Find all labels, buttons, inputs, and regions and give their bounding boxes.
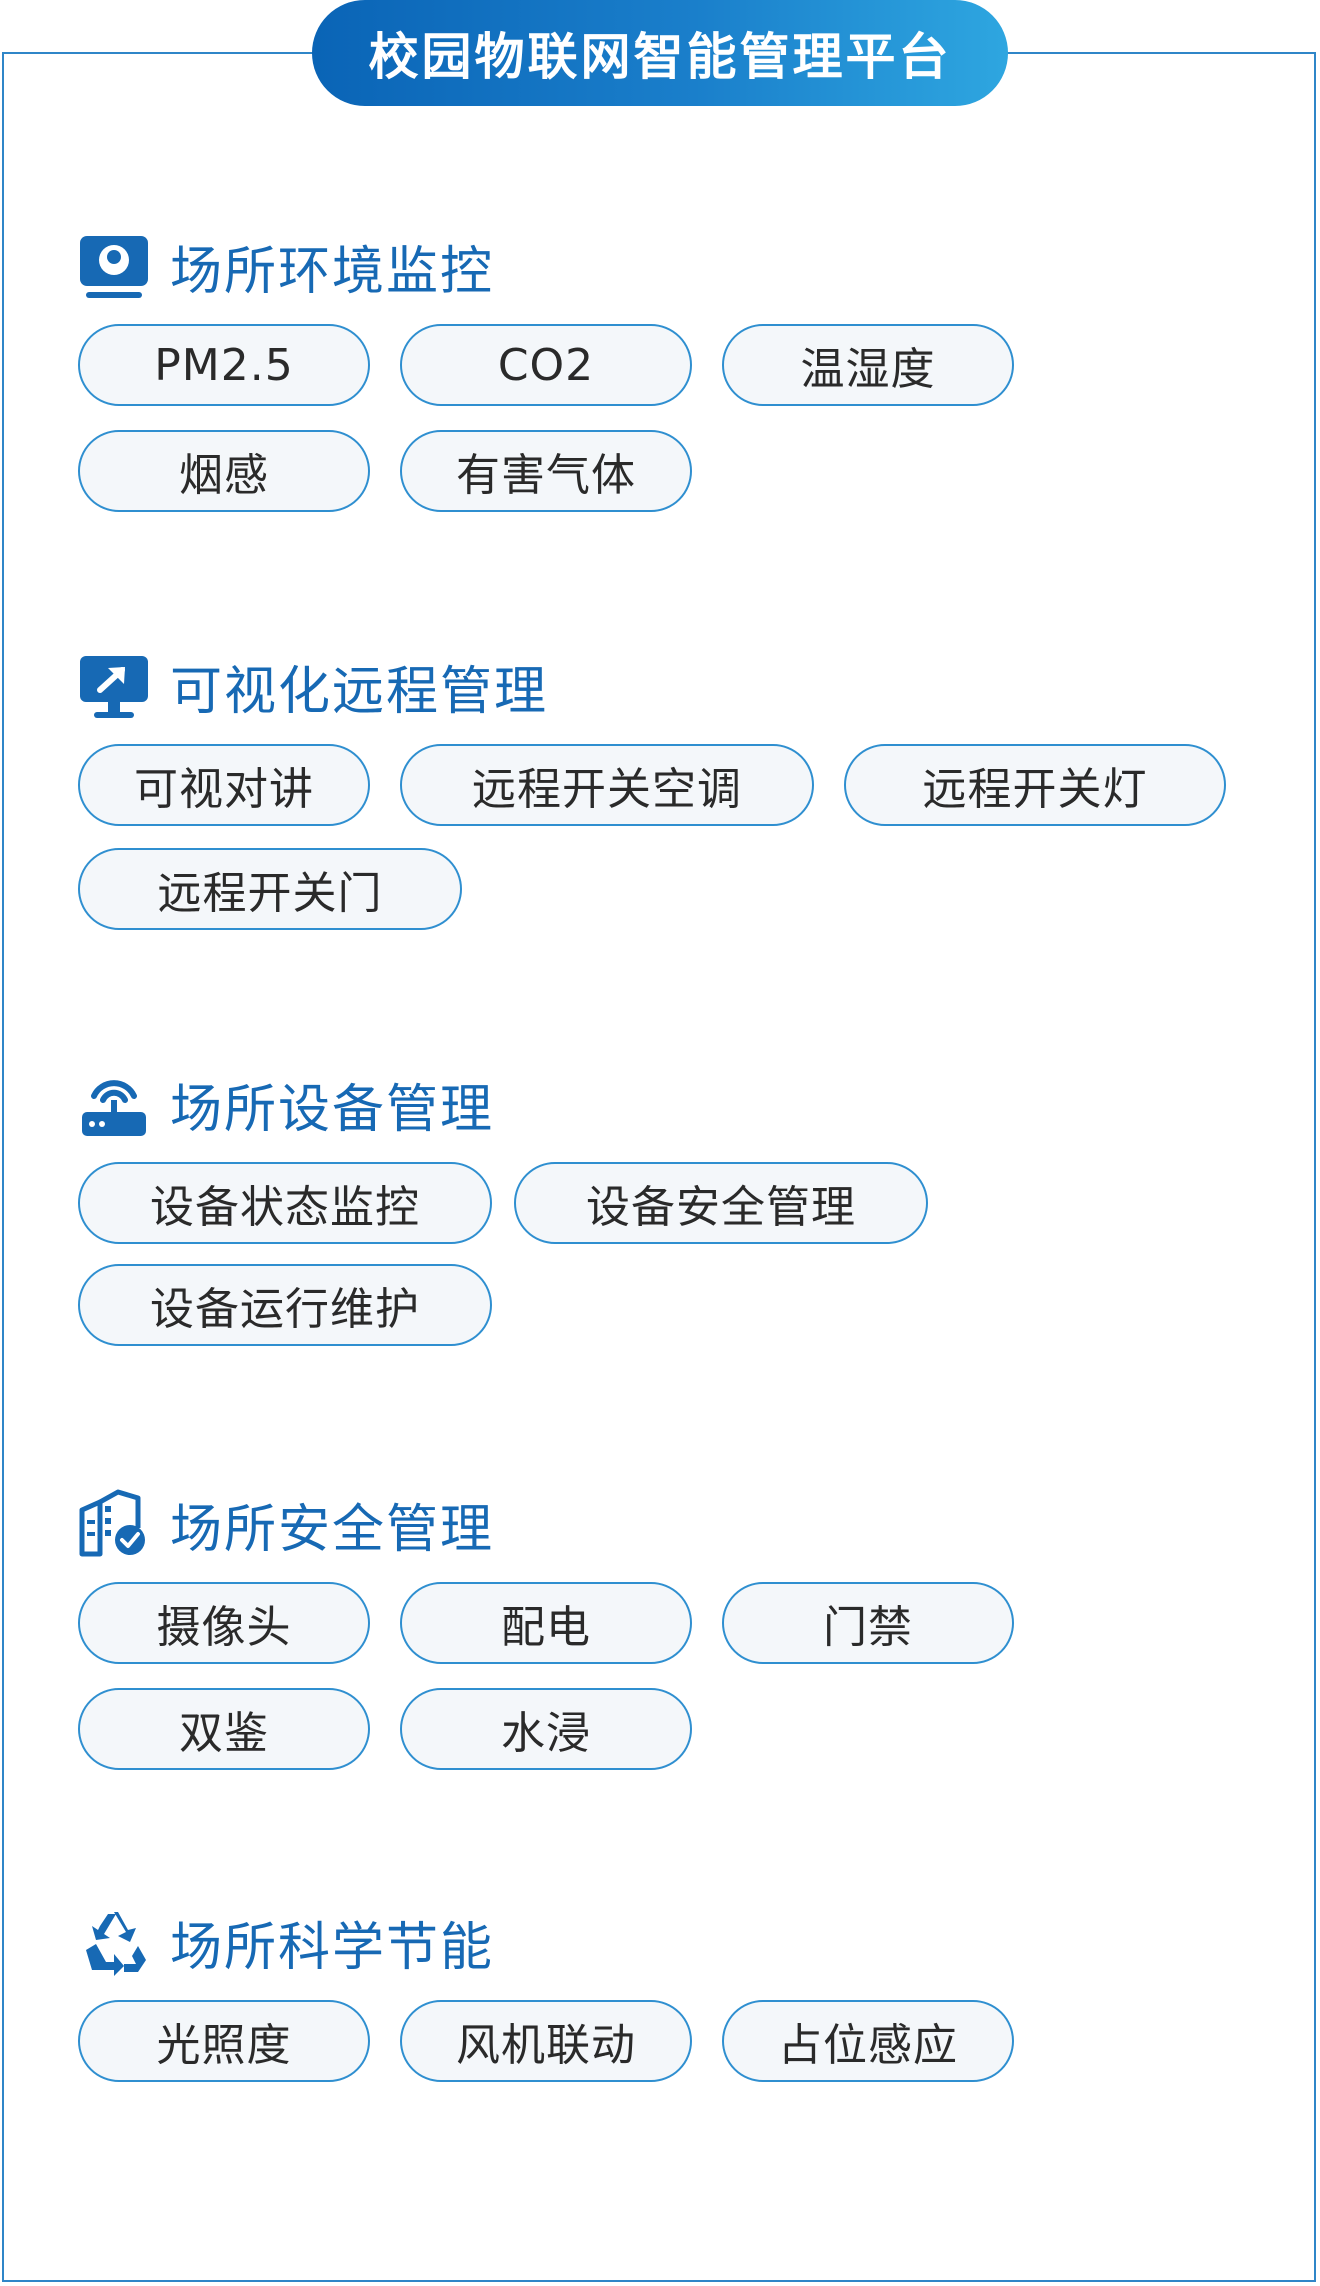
remote-monitor-icon bbox=[78, 649, 152, 723]
section-title: 场所设备管理 bbox=[170, 1079, 495, 1140]
section-title: 场所安全管理 bbox=[170, 1499, 495, 1560]
item-temp-humidity[interactable]: 温湿度 bbox=[722, 324, 1014, 406]
item-device-security[interactable]: 设备安全管理 bbox=[514, 1162, 928, 1244]
section-title: 场所科学节能 bbox=[170, 1917, 495, 1978]
item-access-control[interactable]: 门禁 bbox=[722, 1582, 1014, 1664]
section-title: 可视化远程管理 bbox=[170, 661, 549, 722]
section-safety-management: 场所安全管理 摄像头 配电 门禁 双鉴 水浸 bbox=[78, 1484, 1258, 1770]
item-remote-ac[interactable]: 远程开关空调 bbox=[400, 744, 814, 826]
item-harmful-gas[interactable]: 有害气体 bbox=[400, 430, 692, 512]
building-shield-icon bbox=[78, 1487, 152, 1561]
section-energy-saving: 场所科学节能 光照度 风机联动 占位感应 bbox=[78, 1902, 1258, 2082]
item-pm25[interactable]: PM2.5 bbox=[78, 324, 370, 406]
item-device-maintenance[interactable]: 设备运行维护 bbox=[78, 1264, 492, 1346]
item-smoke[interactable]: 烟感 bbox=[78, 430, 370, 512]
item-remote-light[interactable]: 远程开关灯 bbox=[844, 744, 1226, 826]
item-power-distribution[interactable]: 配电 bbox=[400, 1582, 692, 1664]
item-occupancy-sensing[interactable]: 占位感应 bbox=[722, 2000, 1014, 2082]
monitor-camera-icon bbox=[78, 229, 152, 303]
item-dual-detector[interactable]: 双鉴 bbox=[78, 1688, 370, 1770]
recycle-icon bbox=[78, 1905, 152, 1979]
item-fan-linkage[interactable]: 风机联动 bbox=[400, 2000, 692, 2082]
section-remote-management: 可视化远程管理 可视对讲 远程开关空调 远程开关灯 远程开关门 bbox=[78, 646, 1258, 930]
page-title: 校园物联网智能管理平台 bbox=[312, 0, 1008, 106]
section-header: 可视化远程管理 bbox=[78, 646, 1258, 726]
item-device-status[interactable]: 设备状态监控 bbox=[78, 1162, 492, 1244]
item-water-leak[interactable]: 水浸 bbox=[400, 1688, 692, 1770]
item-remote-door[interactable]: 远程开关门 bbox=[78, 848, 462, 930]
item-illuminance[interactable]: 光照度 bbox=[78, 2000, 370, 2082]
section-environment-monitoring: 场所环境监控 PM2.5 CO2 温湿度 烟感 有害气体 bbox=[78, 226, 1258, 512]
item-video-intercom[interactable]: 可视对讲 bbox=[78, 744, 370, 826]
section-header: 场所环境监控 bbox=[78, 226, 1258, 306]
item-camera[interactable]: 摄像头 bbox=[78, 1582, 370, 1664]
section-header: 场所科学节能 bbox=[78, 1902, 1258, 1982]
router-icon bbox=[78, 1067, 152, 1141]
section-header: 场所安全管理 bbox=[78, 1484, 1258, 1564]
section-title: 场所环境监控 bbox=[170, 241, 495, 302]
section-header: 场所设备管理 bbox=[78, 1064, 1258, 1144]
item-co2[interactable]: CO2 bbox=[400, 324, 692, 406]
section-device-management: 场所设备管理 设备状态监控 设备安全管理 设备运行维护 bbox=[78, 1064, 1258, 1346]
